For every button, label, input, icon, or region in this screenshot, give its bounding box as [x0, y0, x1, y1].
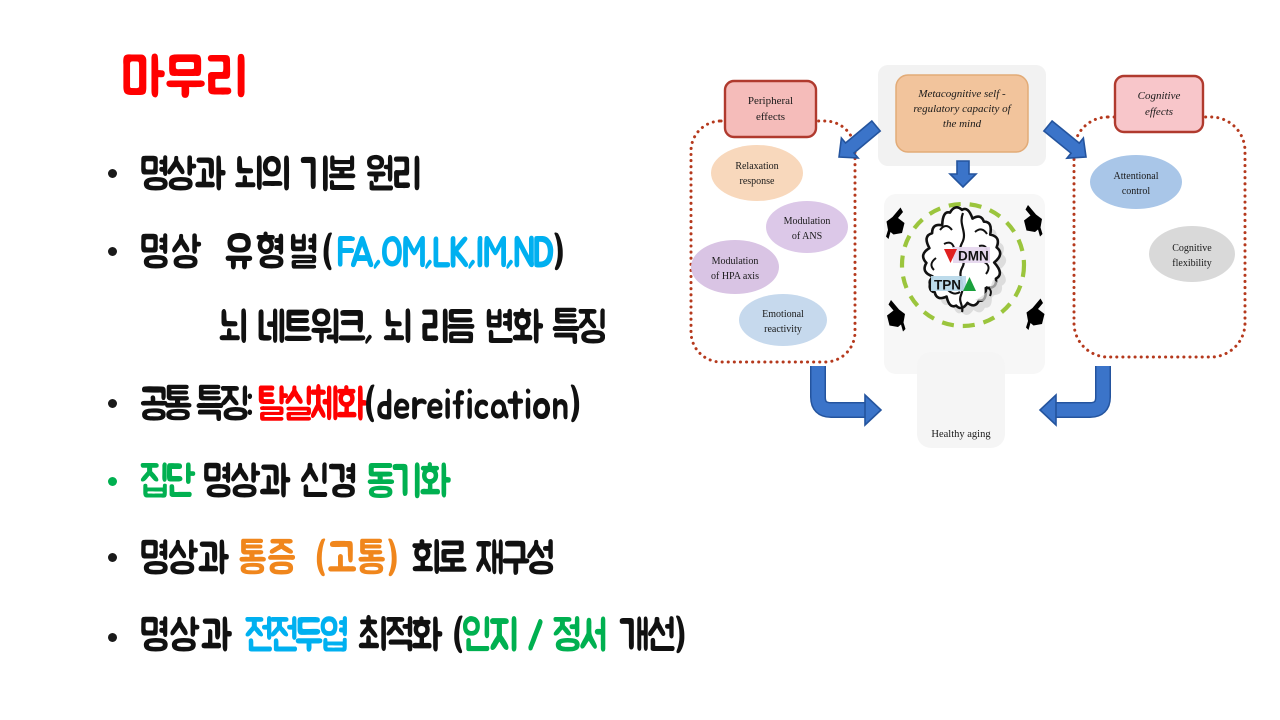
svg-text:regulatory capacity of: regulatory capacity of — [913, 103, 1012, 115]
svg-text:control: control — [1122, 186, 1151, 197]
svg-text:Emotional: Emotional — [762, 309, 804, 320]
svg-text:DMN: DMN — [958, 249, 989, 264]
svg-text:TPN: TPN — [934, 278, 961, 293]
svg-text:Metacognitive self -: Metacognitive self - — [917, 88, 1006, 100]
svg-text:flexibility: flexibility — [1172, 258, 1211, 269]
svg-text:Cognitive: Cognitive — [1172, 243, 1212, 254]
svg-text:Healthy aging: Healthy aging — [931, 429, 991, 440]
svg-text:Modulation: Modulation — [712, 256, 759, 267]
svg-text:response: response — [740, 176, 776, 187]
svg-text:Attentional: Attentional — [1114, 171, 1159, 182]
svg-text:Modulation: Modulation — [784, 216, 831, 227]
svg-text:Relaxation: Relaxation — [735, 161, 778, 172]
svg-text:effects: effects — [756, 111, 785, 123]
svg-text:effects: effects — [1145, 106, 1173, 118]
svg-text:Cognitive: Cognitive — [1138, 90, 1181, 102]
svg-text:of ANS: of ANS — [792, 231, 822, 242]
svg-text:Peripheral: Peripheral — [748, 95, 793, 107]
svg-text:the mind: the mind — [943, 118, 982, 130]
svg-text:of HPA axis: of HPA axis — [711, 271, 759, 282]
svg-text:reactivity: reactivity — [764, 324, 802, 335]
